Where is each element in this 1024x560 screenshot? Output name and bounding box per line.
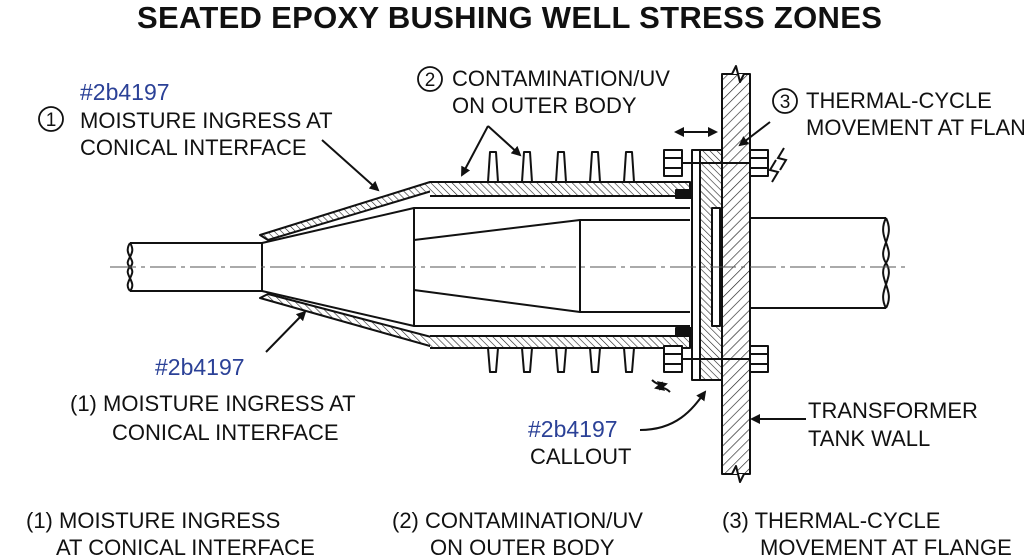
conductor-right <box>750 217 890 309</box>
tank-wall-line2: TANK WALL <box>808 426 931 451</box>
callout-3-line1: THERMAL-CYCLE <box>806 88 992 113</box>
legend-1-line2: AT CONICAL INTERFACE <box>56 535 315 560</box>
callout-3-line2: MOVEMENT AT FLANGE <box>806 115 1024 140</box>
legend-2-line2: ON OUTER BODY <box>430 535 615 560</box>
legend-2-line1: (2) CONTAMINATION/UV <box>392 508 643 533</box>
tank-wall-line1: TRANSFORMER <box>808 398 978 423</box>
legend-3-line2: MOVEMENT AT FLANGE <box>760 535 1012 560</box>
callout-2-line2: ON OUTER BODY <box>452 93 637 118</box>
callout-lower-line1: (1) MOISTURE INGRESS AT <box>70 391 356 416</box>
conical-shell <box>259 181 691 349</box>
generic-callout-label: CALLOUT <box>530 444 632 469</box>
generic-callout-code: #2b4197 <box>528 416 618 442</box>
legend-1-line1: (1) MOISTURE INGRESS <box>26 508 281 533</box>
bolt-top <box>663 149 769 177</box>
circle-2 <box>417 66 443 92</box>
callout-lower-line2: CONICAL INTERFACE <box>112 420 339 445</box>
lower-sheds <box>487 347 635 373</box>
callout-1-code: #2b4197 <box>80 79 170 105</box>
circle-3 <box>772 88 798 114</box>
callout-1-line1: MOISTURE INGRESS AT <box>80 108 333 133</box>
bolt-bottom <box>663 345 769 373</box>
callout-lower-code: #2b4197 <box>155 354 245 380</box>
legend-3-line1: (3) THERMAL-CYCLE <box>722 508 941 533</box>
circle-2-number: 2 <box>425 70 436 91</box>
upper-sheds <box>487 151 635 183</box>
tank-wall <box>721 65 751 483</box>
callout-1-line2: CONICAL INTERFACE <box>80 135 307 160</box>
circle-3-number: 3 <box>780 92 791 113</box>
bushing-body <box>261 207 690 327</box>
flange <box>691 149 723 381</box>
callout-2-line1: CONTAMINATION/UV <box>452 66 670 91</box>
circle-1 <box>38 106 64 132</box>
circle-1-number: 1 <box>46 110 57 131</box>
diagram-title: SEATED EPOXY BUSHING WELL STRESS ZONES <box>137 0 883 35</box>
